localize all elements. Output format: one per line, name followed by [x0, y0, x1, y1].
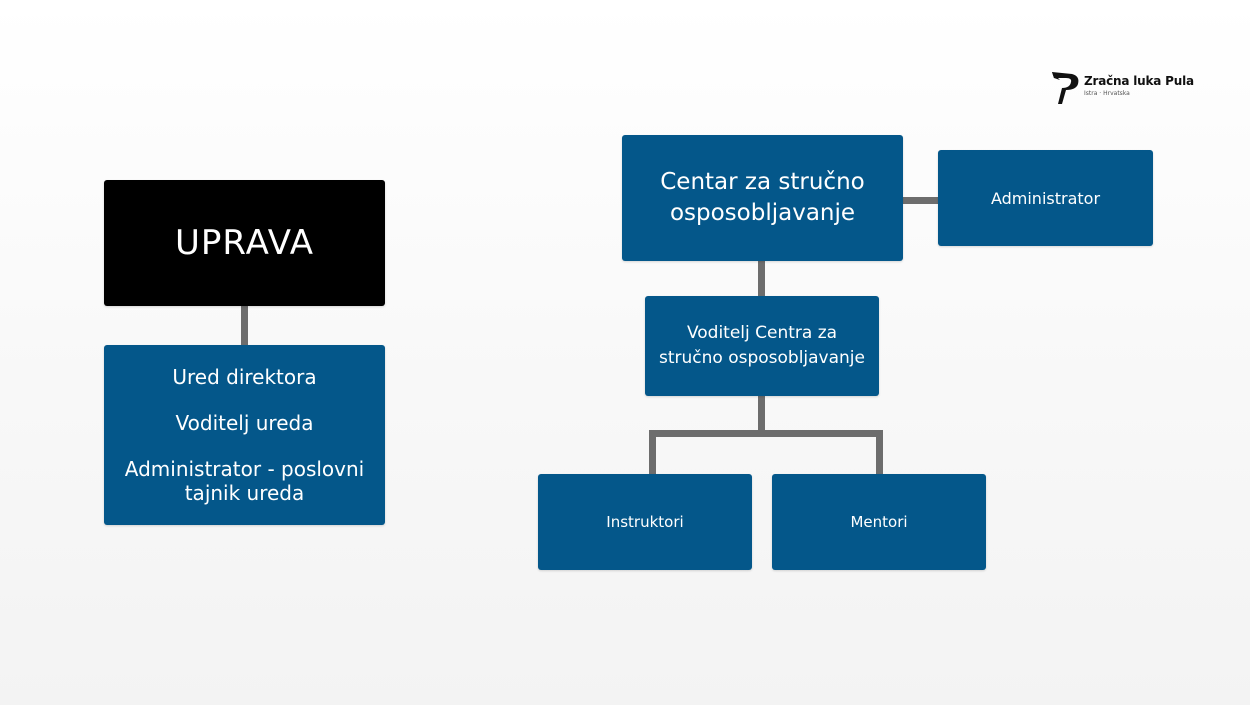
connector-centar-voditelj	[758, 261, 765, 296]
connector-voditelj-down	[758, 396, 765, 434]
instruktori-box: Instruktori	[538, 474, 752, 570]
voditelj-ureda-label: Voditelj ureda	[175, 411, 314, 435]
connector-to-instruktori	[649, 430, 656, 474]
centar-box: Centar za stručno osposobljavanje	[622, 135, 903, 261]
bird-mark-icon	[1052, 72, 1079, 104]
connector-to-mentori	[876, 430, 883, 474]
administrator-tajnik-label-line1: Administrator - poslovni	[124, 457, 365, 481]
connector-horizontal-branch	[649, 430, 883, 437]
voditelj-label-line2: stručno osposobljavanje	[658, 348, 865, 368]
logo-title: Zračna luka Pula	[1084, 74, 1194, 88]
mentori-label: Mentori	[850, 513, 908, 531]
instruktori-label: Instruktori	[606, 513, 684, 531]
administrator-label: Administrator	[990, 188, 1101, 208]
ured-direktora-box: Ured direktora Voditelj ureda Administra…	[104, 345, 385, 525]
voditelj-centra-box: Voditelj Centra za stručno osposobljavan…	[645, 296, 879, 396]
uprava-label: UPRAVA	[174, 223, 315, 263]
ured-direktora-label: Ured direktora	[172, 365, 317, 389]
uprava-box: UPRAVA	[104, 180, 385, 306]
centar-label-line1: Centar za stručno	[660, 169, 865, 195]
voditelj-label-line1: Voditelj Centra za	[686, 323, 838, 343]
administrator-tajnik-label-line2: tajnik ureda	[184, 481, 305, 505]
centar-label-line2: osposobljavanje	[669, 200, 856, 226]
administrator-box: Administrator	[938, 150, 1153, 246]
connector-uprava-ured	[241, 306, 248, 345]
mentori-box: Mentori	[772, 474, 986, 570]
logo-subtitle: Istra · Hrvatska	[1084, 90, 1130, 97]
company-logo: Zračna luka Pula Istra · Hrvatska	[1050, 70, 1194, 106]
connector-centar-administrator	[903, 197, 938, 204]
